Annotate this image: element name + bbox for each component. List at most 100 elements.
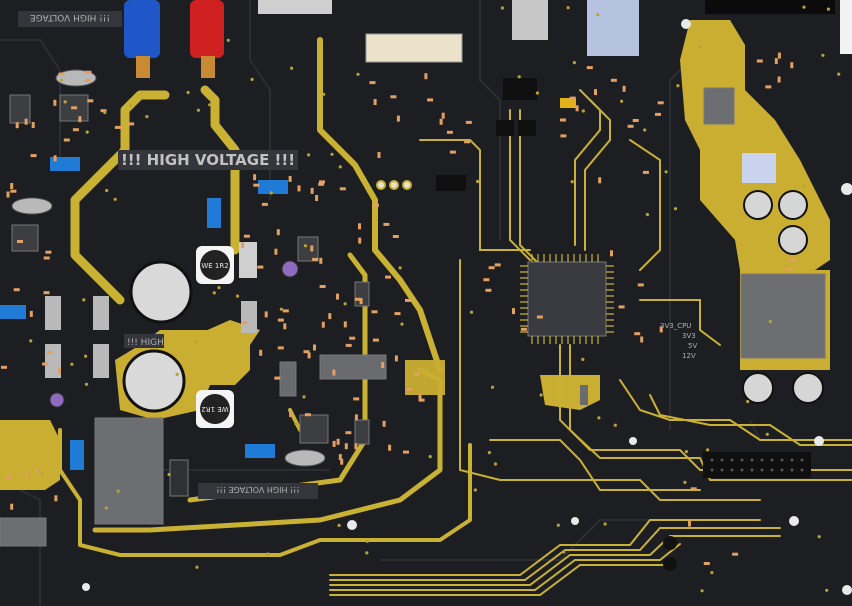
smd-pad [344, 443, 348, 450]
smd-pad [29, 310, 33, 317]
smd-pad [394, 312, 401, 316]
smd-pad [464, 140, 471, 144]
smd-pad [427, 98, 434, 102]
smd-pad [264, 311, 268, 318]
smd-pad [786, 267, 792, 271]
smd-pad [569, 96, 576, 100]
via [706, 448, 710, 452]
trimmer-pots [0, 157, 288, 470]
via [500, 6, 504, 10]
smd-pad [383, 222, 390, 226]
rail-label-3v3: 3V3 [682, 332, 696, 340]
ribbon-header [703, 452, 811, 478]
smd-pad [774, 58, 778, 65]
smd-pad [274, 376, 281, 380]
via [566, 6, 570, 10]
via [562, 550, 566, 554]
via [539, 393, 543, 397]
smd-pad [297, 185, 301, 192]
via [303, 244, 308, 248]
smd-pad [494, 263, 501, 267]
smd-pad [598, 177, 602, 184]
via [821, 53, 825, 57]
via [269, 191, 273, 195]
smd-pad [328, 313, 332, 320]
smd-pad [632, 119, 639, 122]
smd-pad [790, 62, 794, 69]
smd-pad [637, 283, 644, 287]
smd-pad [63, 138, 70, 142]
smd-pad [642, 170, 649, 174]
hv-label-mid: !!! HIGH [127, 338, 164, 348]
smd-pad [369, 81, 376, 85]
via [208, 103, 212, 107]
via [400, 322, 404, 326]
smd-pad [10, 183, 14, 189]
smd-pad [276, 229, 280, 236]
smd-pad [58, 72, 65, 76]
smd-pad [688, 520, 691, 527]
smd-pad [53, 99, 57, 106]
smd-pad [332, 440, 336, 447]
smd-pad [575, 105, 579, 112]
via [29, 339, 33, 343]
via [683, 480, 687, 484]
smd-pad [84, 79, 91, 82]
smd-pad [659, 326, 663, 333]
crystal-oscillator-3 [284, 449, 326, 467]
jst-connector [365, 33, 463, 63]
via [104, 506, 108, 510]
via [476, 179, 480, 184]
smd-pad [560, 118, 566, 122]
smd-pad [313, 344, 316, 351]
via [194, 340, 198, 344]
via [428, 455, 432, 459]
via [613, 423, 617, 427]
bottom-caps [663, 536, 677, 571]
smd-pad [340, 458, 344, 465]
via [235, 294, 240, 298]
smd-pad [318, 182, 325, 186]
via [365, 539, 369, 543]
smd-pad [424, 73, 428, 80]
smd-pad [439, 118, 443, 125]
smd-pad [43, 291, 50, 295]
via [167, 472, 171, 477]
smd-pad [413, 372, 420, 376]
inductor-label-bottom: WE 1R2 [201, 405, 228, 413]
smd-pad [381, 362, 385, 369]
smd-pad [622, 85, 626, 92]
silkscreen: !!! HIGH VOLTAGE !!! HIGH VOLTAGE !!! !!… [18, 11, 697, 499]
smd-pad [594, 89, 597, 96]
via [290, 66, 294, 70]
via [266, 552, 270, 556]
smd-pad [303, 350, 310, 354]
hv-label-top: !!! HIGH VOLTAGE [30, 12, 110, 22]
smd-pad [655, 112, 661, 116]
smd-pad [396, 115, 400, 122]
smd-pad [71, 106, 78, 110]
smd-pad [690, 487, 697, 491]
via [330, 152, 334, 156]
board-edge-white [840, 0, 852, 54]
smd-pad [304, 413, 311, 417]
via [70, 362, 74, 366]
smd-pad [10, 189, 17, 193]
via [556, 523, 560, 527]
usb-connector [512, 0, 548, 40]
via [60, 78, 64, 82]
via [581, 357, 585, 361]
via [307, 153, 311, 157]
via [250, 77, 254, 81]
inductor-module [740, 273, 826, 359]
smd-pad [446, 130, 453, 134]
smd-pad [319, 285, 326, 288]
hv-label-main: !!! HIGH VOLTAGE !!! [121, 151, 295, 169]
via [398, 266, 402, 270]
via [356, 72, 360, 76]
smd-pad [377, 152, 381, 158]
blue-connector [124, 0, 160, 58]
smd-pad [586, 66, 593, 70]
smd-pad [339, 187, 346, 191]
via [302, 395, 306, 399]
